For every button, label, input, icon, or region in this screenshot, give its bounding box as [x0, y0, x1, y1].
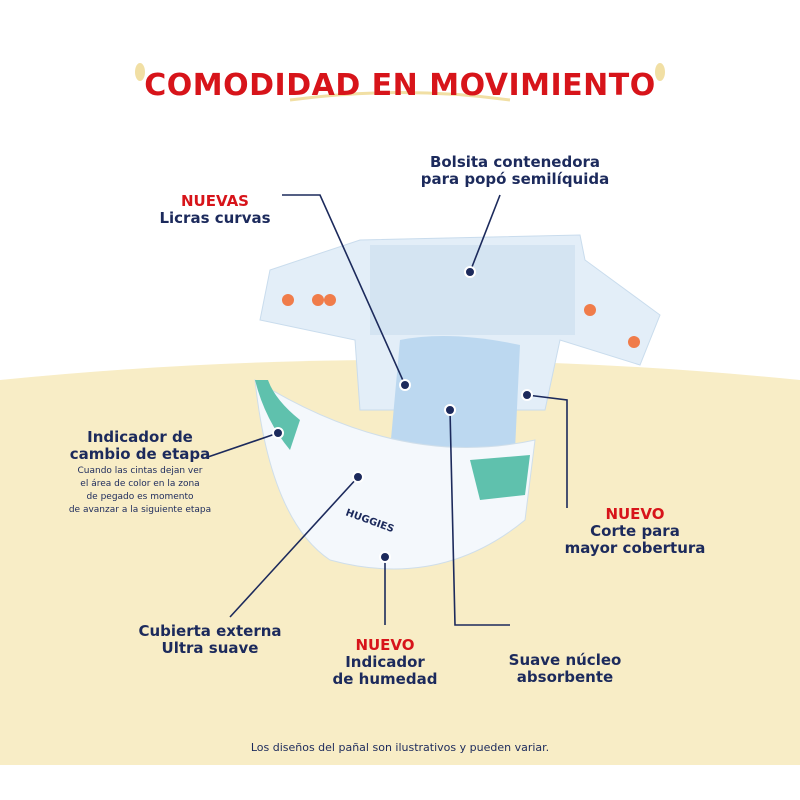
title-swoosh [289, 91, 511, 102]
disclaimer: Los diseños del pañal son ilustrativos y… [250, 741, 550, 754]
callout-label: absorbente [516, 668, 614, 686]
callout-indicador-etapa: Indicador de cambio de etapa Cuando las … [40, 429, 240, 517]
callout-label: Ultra suave [161, 639, 259, 657]
callout-label: de humedad [332, 670, 438, 688]
stage-indicator-left [255, 380, 300, 450]
callout-label: para popó semilíquida [420, 170, 610, 188]
absorbent-core [390, 336, 520, 460]
desc-line: el área de color en la zona [80, 479, 200, 489]
callout-label: Indicador de [87, 428, 193, 446]
callout-dots [272, 266, 533, 563]
tab-dot [628, 336, 640, 348]
leaf-right [655, 63, 665, 81]
callout-label: Indicador [345, 653, 425, 671]
tab-dot [324, 294, 336, 306]
page-title: COMODIDAD EN MOVIMIENTO [144, 68, 656, 103]
desc-line: de pegado es momento [86, 492, 194, 502]
tab-dot [282, 294, 294, 306]
callout-licras: NUEVAS Licras curvas [150, 193, 280, 227]
leader-lines [204, 194, 568, 626]
waistband [370, 245, 575, 335]
callout-cubierta: Cubierta externa Ultra suave [125, 623, 295, 657]
desc-line: Cuando las cintas dejan ver [77, 466, 203, 476]
callout-label: Cubierta externa [138, 622, 282, 640]
callout-nucleo: Suave núcleo absorbente [490, 652, 640, 686]
callout-humedad: NUEVO Indicador de humedad [310, 637, 460, 688]
stage-indicator-right [470, 455, 530, 500]
tab-dot [584, 304, 596, 316]
callout-corte: NUEVO Corte para mayor cobertura [545, 506, 725, 557]
new-badge: NUEVO [605, 505, 665, 523]
callout-bolsita: Bolsita contenedora para popó semilíquid… [400, 154, 630, 188]
callout-label: Bolsita contenedora [429, 153, 601, 171]
callout-label: cambio de etapa [69, 445, 211, 463]
leaf-left [135, 63, 145, 81]
diaper-front [254, 379, 536, 570]
callout-label: Licras curvas [159, 209, 271, 227]
tab-dot [312, 294, 324, 306]
callout-label: mayor cobertura [564, 539, 706, 557]
desc-line: de avanzar a la siguiente etapa [68, 505, 212, 515]
new-badge: NUEVO [355, 636, 415, 654]
callout-label: Suave núcleo [508, 651, 622, 669]
callout-label: Corte para [590, 522, 680, 540]
new-badge: NUEVAS [181, 192, 249, 210]
callout-description: Cuando las cintas dejan ver el área de c… [40, 465, 240, 517]
